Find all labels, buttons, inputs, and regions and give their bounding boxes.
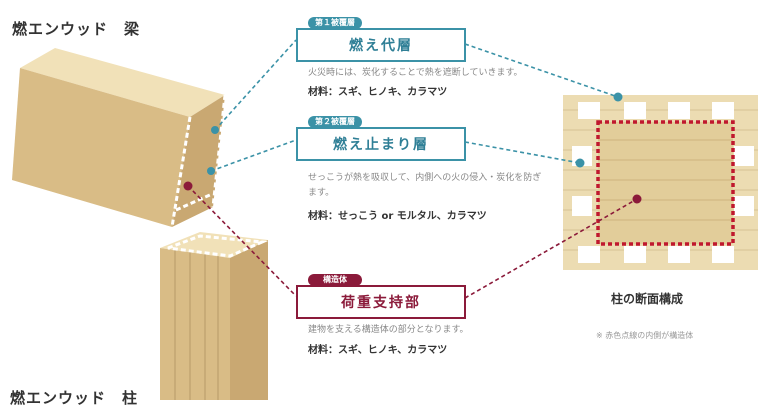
layer1-name-box: 燃え代層 (296, 28, 466, 62)
structure-name-box: 荷重支持部 (296, 285, 466, 319)
dot-structure-section (632, 194, 642, 204)
leader-layer1-section (464, 43, 619, 98)
column-title: 燃エンウッド 柱 (10, 389, 139, 407)
structure-tag: 構造体 (308, 274, 362, 286)
leader-structure-section (464, 198, 638, 299)
leader-structure-beam (187, 185, 297, 297)
layer2-tag: 第２被覆層 (308, 116, 362, 128)
structural-boundary-outline (596, 120, 735, 246)
layer2-material: 材料：せっこう or モルタル、カラマツ (308, 211, 487, 222)
layer1-description: 火災時には、炭化することで熱を遮断していきます。 (308, 68, 523, 78)
column-cross-section (563, 95, 758, 270)
beam-title: 燃エンウッド 梁 (12, 20, 141, 38)
layer1-tag: 第１被覆層 (308, 17, 362, 29)
layer1-material: 材料：スギ、ヒノキ、カラマツ (308, 87, 448, 98)
layer2-description: せっこうが熱を吸収して、内側への火の侵入・炭化を防ぎます。 (308, 173, 542, 198)
leader-layer2-section (464, 141, 581, 164)
dot-layer1-section (613, 92, 623, 102)
section-caption: 柱の断面構成 (611, 292, 684, 306)
dot-layer1-beam (211, 126, 219, 134)
dot-layer2-beam (207, 167, 215, 175)
structure-description: 建物を支える構造体の部分となります。 (308, 325, 469, 335)
dot-layer2-section (575, 158, 585, 168)
dot-structure-beam (183, 181, 193, 191)
layer2-name-box: 燃え止まり層 (296, 127, 466, 161)
section-note: ※ 赤色点線の内側が構造体 (596, 331, 694, 340)
leader-layer2-beam (210, 139, 297, 172)
beam-illustration (12, 48, 227, 228)
structure-material: 材料：スギ、ヒノキ、カラマツ (308, 345, 448, 356)
leader-layer1-beam (214, 39, 297, 131)
column-illustration (160, 232, 268, 400)
